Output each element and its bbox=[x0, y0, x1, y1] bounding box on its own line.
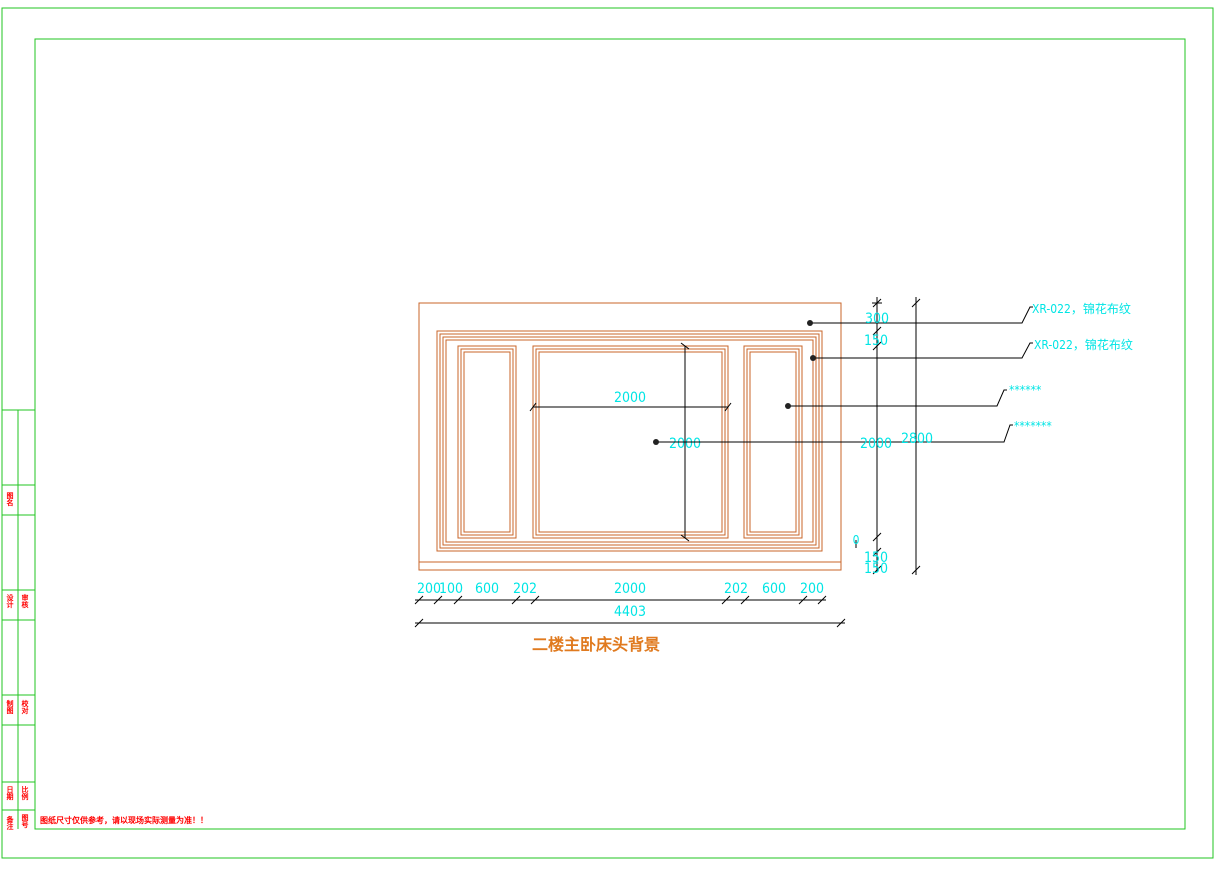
title-block-design: 设计 bbox=[6, 593, 15, 609]
title-block-number: 图号 bbox=[21, 813, 29, 829]
title-block-review: 审核 bbox=[21, 593, 29, 609]
center-panel-width-label: 2000 bbox=[614, 390, 646, 406]
callout-label: XR-022，锦花布纹 bbox=[1034, 337, 1133, 352]
callout-label: ****** bbox=[1009, 383, 1042, 397]
horizontal-dimension-chain bbox=[414, 595, 846, 628]
title-block: 备注 图名 设计 审核 制图 校对 日期 比例 图号 bbox=[2, 409, 35, 831]
internal-dimensions bbox=[529, 342, 732, 542]
inner-frame bbox=[34, 38, 1186, 830]
dim-trim-bottom-150: 150 bbox=[864, 550, 888, 566]
disclaimer-note: 图纸尺寸仅供参考，请以现场实际测量为准！！ bbox=[40, 815, 208, 825]
dim-total-2800: 2800 bbox=[901, 431, 933, 447]
wall-elevation bbox=[418, 302, 842, 571]
dim-seg-100: 100 bbox=[439, 581, 463, 597]
title-block-date: 日期 bbox=[6, 786, 14, 801]
callout-label: XR-022，锦花布纹 bbox=[1032, 301, 1131, 316]
dim-total-4403: 4403 bbox=[614, 604, 646, 620]
outer-frame bbox=[1, 7, 1214, 859]
center-panel-height-label: 2000 bbox=[669, 436, 701, 452]
dim-seg-600: 600 bbox=[475, 581, 499, 597]
title-block-remark: 备注 bbox=[6, 815, 15, 831]
dim-trim-150: 150 bbox=[864, 333, 888, 349]
callout-leaders bbox=[656, 306, 1033, 443]
dim-seg-200: 200 bbox=[417, 581, 441, 597]
dim-top-300: 300 bbox=[865, 311, 889, 327]
sheet-frames bbox=[1, 7, 1214, 859]
title-block-drawing-name: 图名 bbox=[6, 491, 14, 507]
title-block-scale: 比例 bbox=[21, 785, 29, 801]
dim-seg-202: 202 bbox=[724, 581, 748, 597]
dim-small-0: 0 bbox=[853, 533, 860, 547]
title-block-check: 校对 bbox=[21, 699, 30, 715]
callout-dots bbox=[653, 320, 816, 445]
dim-seg-200: 200 bbox=[800, 581, 824, 597]
callout-label: ******* bbox=[1014, 419, 1052, 433]
vertical-dimension-chain bbox=[855, 297, 921, 575]
wall-outline bbox=[418, 302, 842, 571]
dim-main-2000: 2000 bbox=[860, 436, 892, 452]
dim-base-150: 150 bbox=[864, 561, 888, 577]
dim-seg-2000: 2000 bbox=[614, 581, 646, 597]
dim-seg-600: 600 bbox=[762, 581, 786, 597]
left-panel bbox=[457, 345, 517, 539]
title-block-drafter: 制图 bbox=[6, 699, 14, 715]
drawing-title: 二楼主卧床头背景 bbox=[532, 635, 660, 654]
dim-seg-202: 202 bbox=[513, 581, 537, 597]
